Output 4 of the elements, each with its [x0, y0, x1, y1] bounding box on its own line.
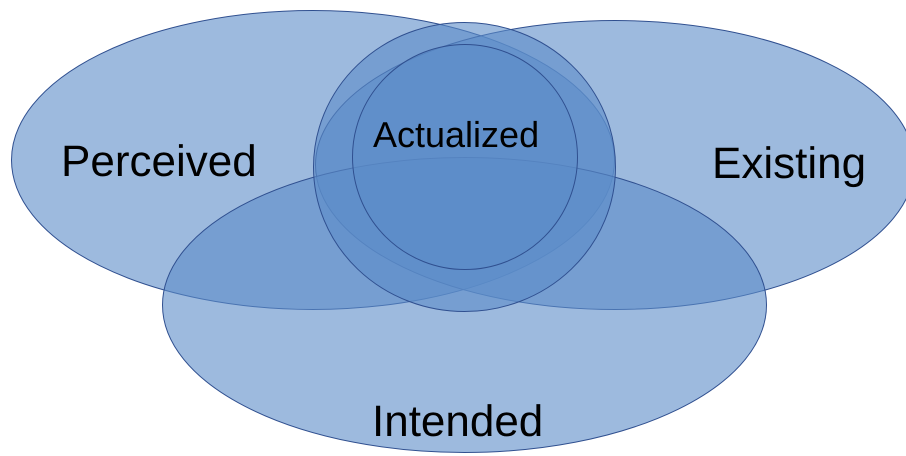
set-label: Existing — [712, 142, 866, 186]
set-label: Perceived — [61, 140, 257, 184]
set-label: Actualized — [373, 117, 540, 153]
set-label: Intended — [372, 400, 544, 444]
